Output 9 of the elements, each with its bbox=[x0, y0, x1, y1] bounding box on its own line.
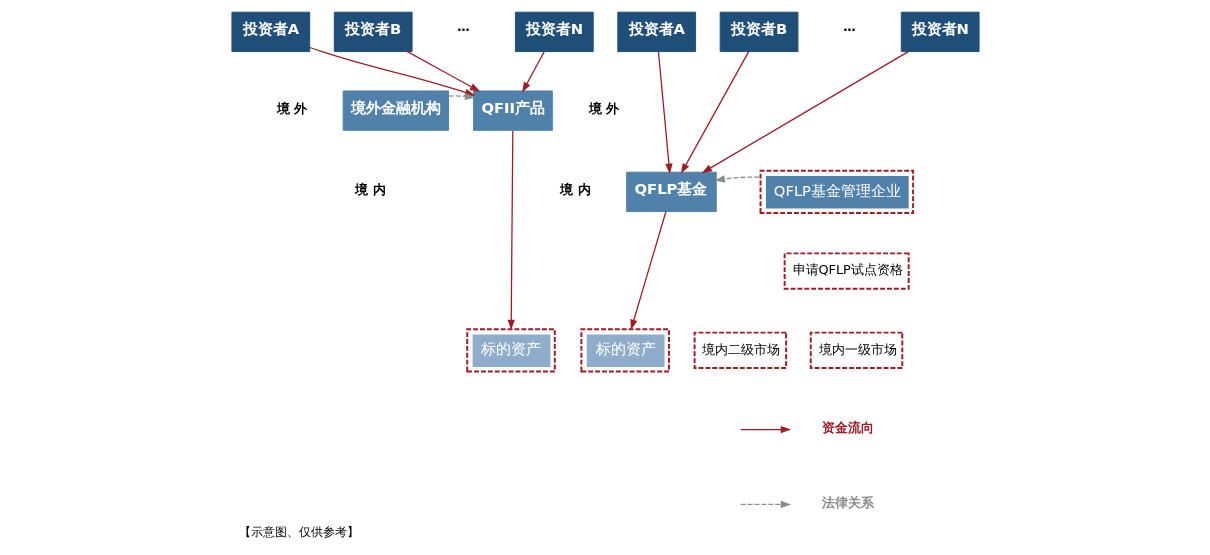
label: 境 外 bbox=[276, 101, 307, 117]
label: ⋯ bbox=[842, 22, 856, 38]
label: 境 内 bbox=[354, 182, 386, 198]
caption: 【示意图、仅供参考】 bbox=[238, 524, 359, 539]
legend-label: 资金流向 bbox=[821, 419, 874, 435]
label: ⋯ bbox=[456, 22, 470, 38]
label: 境 内 bbox=[559, 182, 591, 198]
legend-label: 法律关系 bbox=[821, 494, 874, 510]
label: 境 外 bbox=[588, 101, 619, 117]
